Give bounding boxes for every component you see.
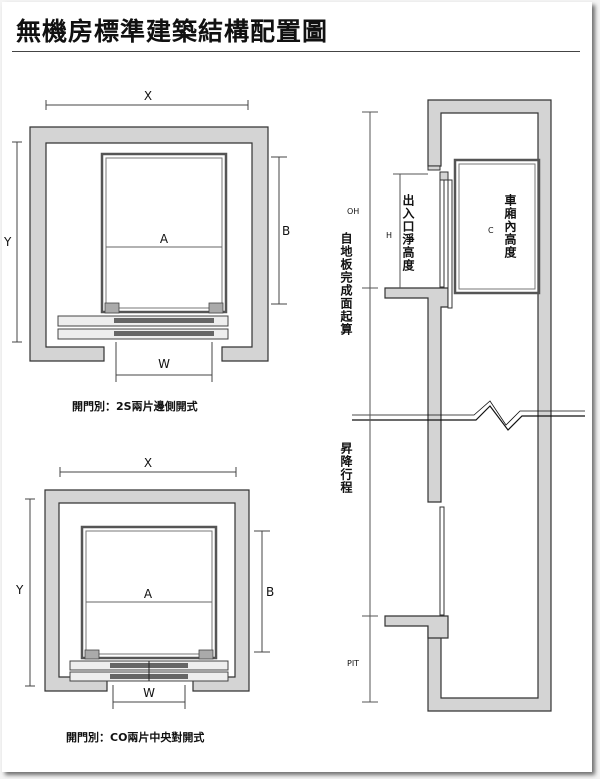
section-view: OH H C PIT — [347, 99, 585, 712]
plan-co: X Y A B W — [15, 456, 274, 709]
section-car-height-label: 車廂內高度 — [503, 194, 517, 259]
section-h-label: H — [386, 231, 392, 240]
plan-co-caption: 開門別：CO兩片中央對開式 — [66, 731, 205, 744]
section-pit-slab — [384, 615, 449, 639]
plan-co-dim-b: B — [266, 585, 274, 599]
title-rule — [12, 51, 580, 52]
section-oh-label: OH — [347, 207, 359, 216]
plan-2s-dim-w: W — [158, 357, 170, 371]
drawing-sheet: 無機房標準建築結構配置圖 X Y A — [2, 2, 592, 772]
plan-2s: X Y A B — [3, 89, 290, 382]
section-entrance-height-label: 出入口淨高度 — [401, 194, 415, 272]
plan-2s-area-a: A — [160, 232, 169, 246]
section-landing-slab — [384, 287, 449, 503]
plan-co-dim-x: X — [144, 456, 152, 470]
section-c-label: C — [488, 226, 494, 235]
plan-2s-dim-x: X — [144, 89, 152, 103]
plan-2s-dim-b: B — [282, 224, 290, 238]
plan-2s-car — [100, 152, 228, 314]
drawing-canvas: X Y A B — [3, 89, 585, 712]
section-travel-label: 昇降行程 — [339, 442, 353, 494]
plan-co-area-a: A — [144, 587, 153, 601]
page-title: 無機房標準建築結構配置圖 — [16, 17, 329, 46]
section-floor-ref-label: 自地板完成面起算 — [339, 232, 353, 336]
plan-co-dim-y: Y — [15, 583, 24, 597]
plan-co-shaft-wall — [44, 489, 250, 692]
plan-2s-caption: 開門別：2S兩片邊側開式 — [72, 400, 198, 413]
plan-2s-shaft-wall — [29, 126, 269, 362]
plan-co-car — [80, 525, 218, 660]
section-break-line — [352, 405, 585, 431]
section-car — [453, 158, 541, 295]
section-pit-label: PIT — [347, 659, 359, 668]
plan-2s-dim-y: Y — [3, 235, 12, 249]
plan-co-dim-w: W — [143, 686, 155, 700]
